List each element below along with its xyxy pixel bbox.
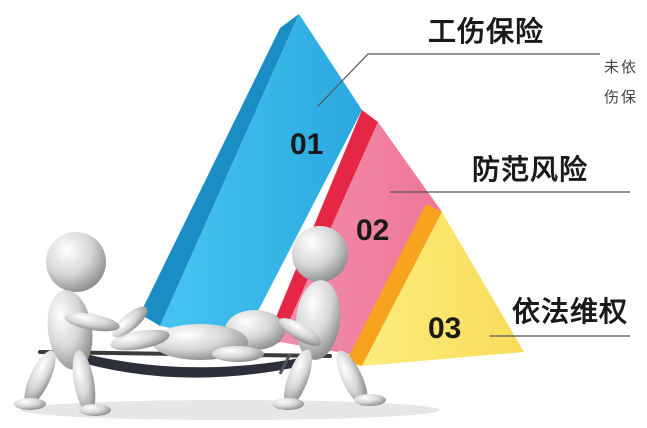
tier-1-title: 工伤保险 [428, 15, 545, 48]
leader-lines [317, 53, 630, 337]
right-bearer-figure [272, 226, 386, 410]
ground-shadow [20, 400, 440, 420]
left-bearer-figure [14, 232, 120, 416]
tier-3-title: 依法维权 [512, 295, 629, 328]
tier-3-number: 03 [428, 312, 462, 345]
injured-person [110, 306, 285, 362]
tier-3-shape [346, 204, 524, 366]
tier-2-number: 02 [356, 214, 390, 247]
note-line-1: 未依 [604, 58, 639, 76]
tier-1-shape [140, 14, 362, 342]
tier-2-title: 防范风险 [472, 153, 589, 186]
note-line-2: 伤保 [604, 88, 639, 106]
tier-1-number: 01 [290, 128, 324, 161]
